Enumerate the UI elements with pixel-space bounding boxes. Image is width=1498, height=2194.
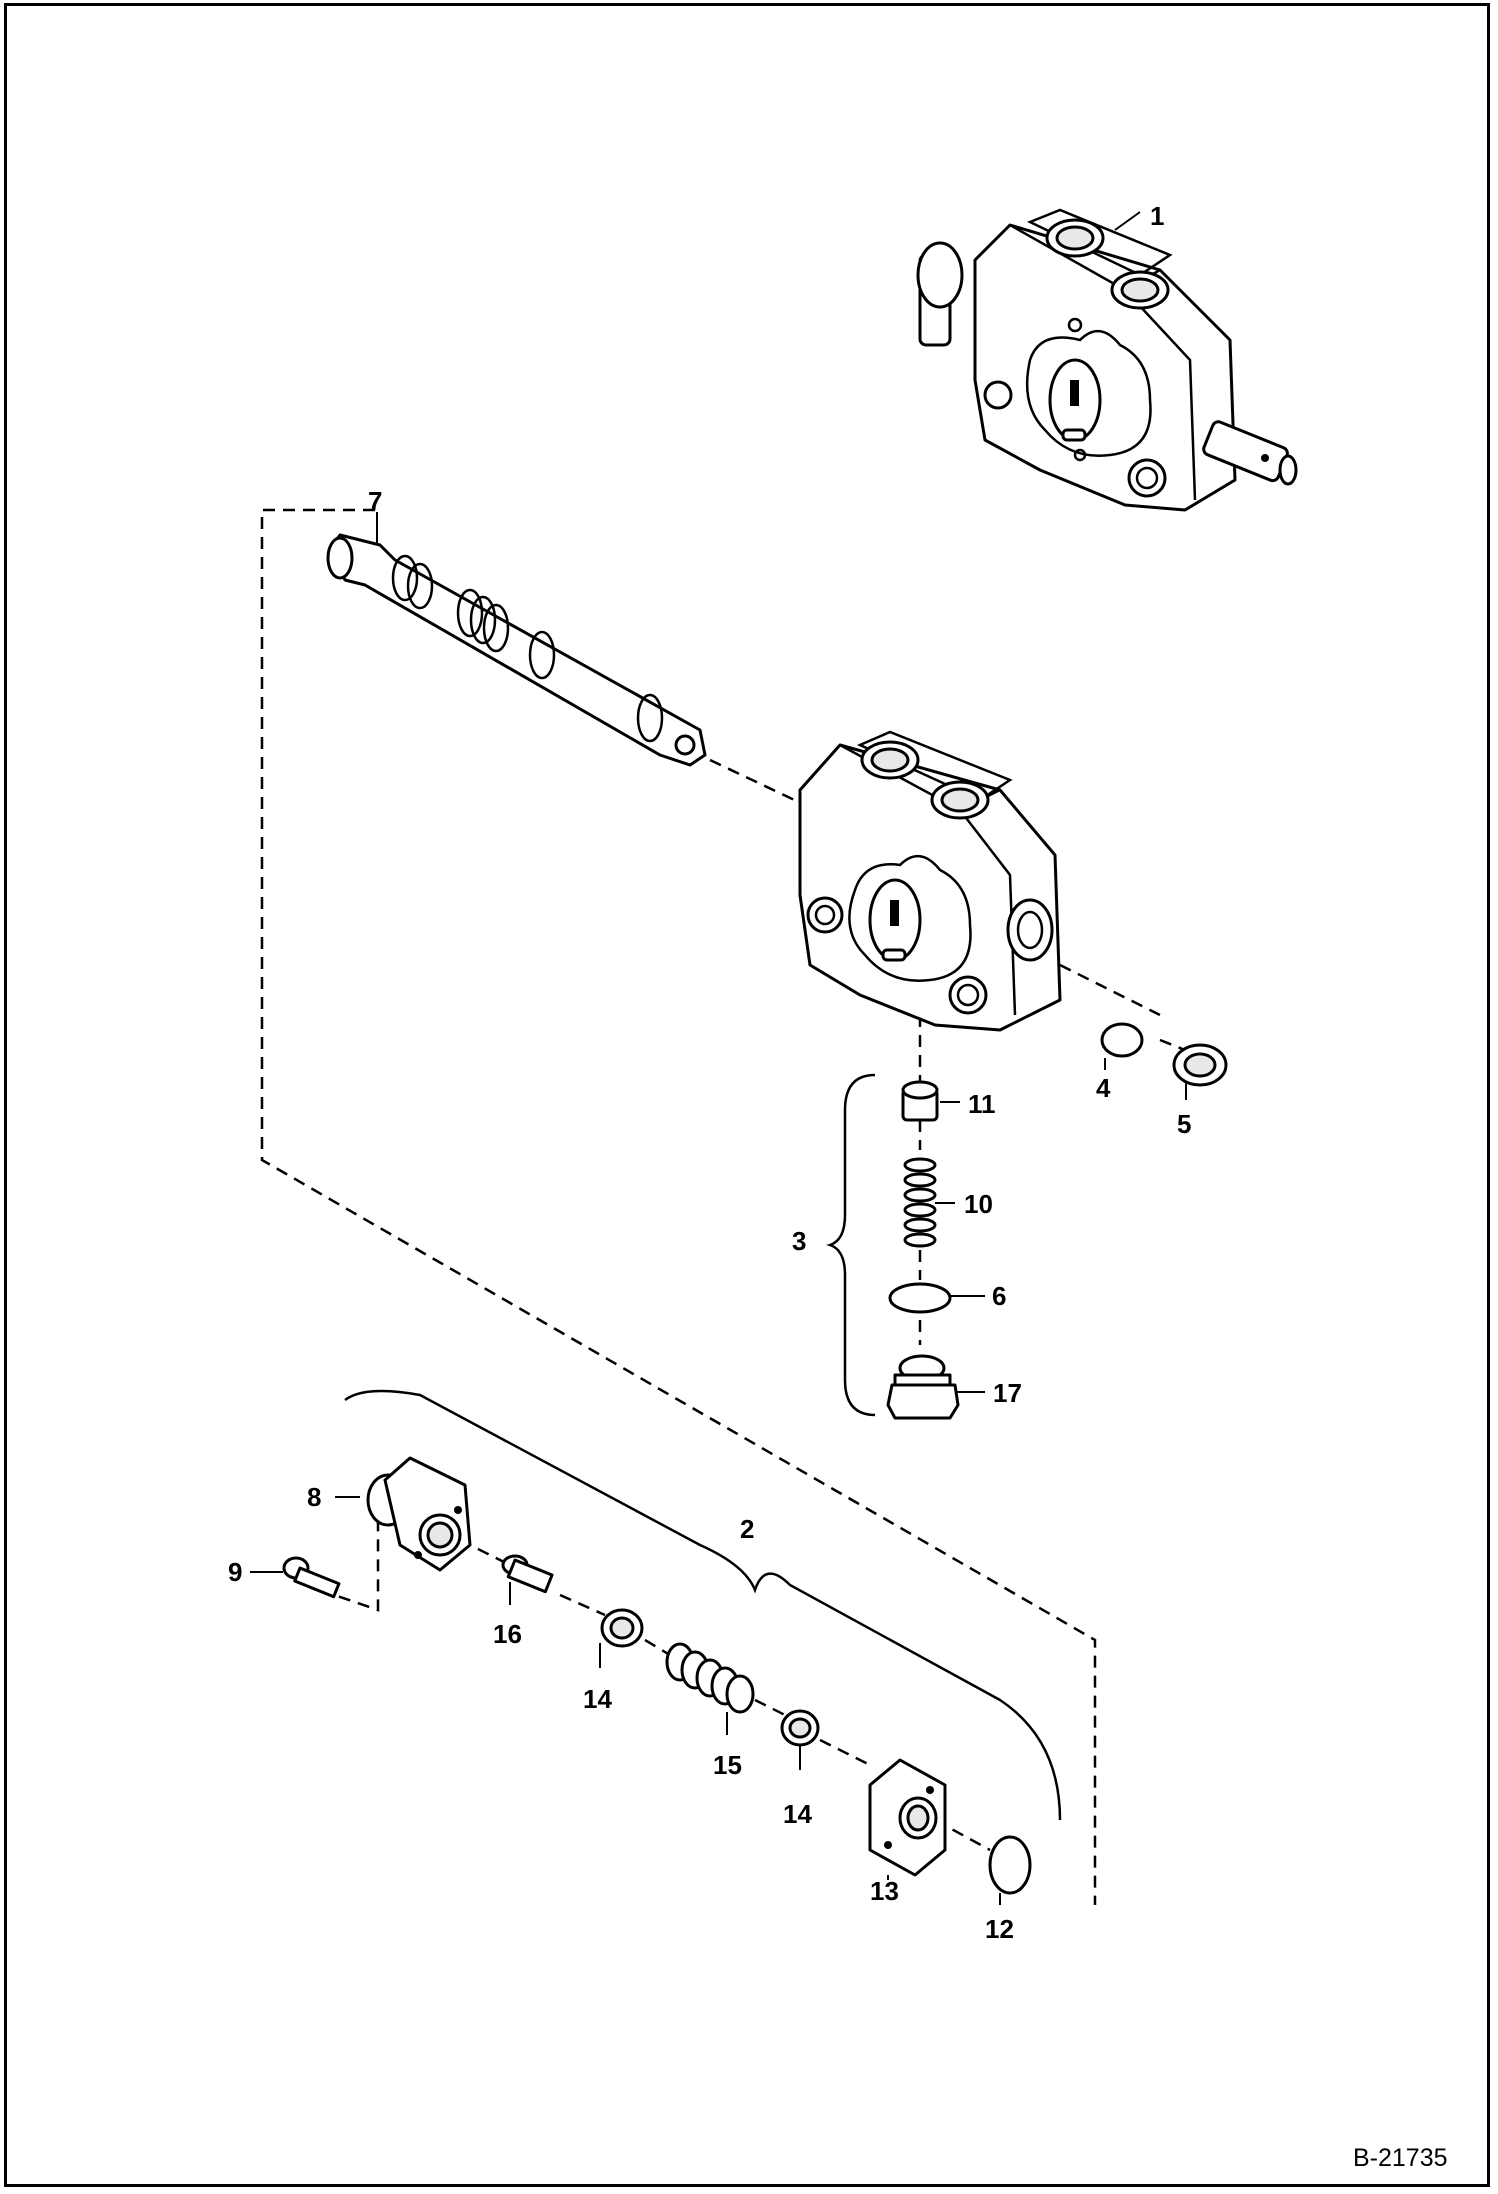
callout-11: 11	[968, 1089, 996, 1119]
figure-reference: B-21735	[1353, 2144, 1448, 2172]
spring-10	[903, 1157, 937, 1248]
pin-16	[501, 1554, 554, 1594]
callout-16: 16	[493, 1619, 522, 1649]
plug-5	[1172, 1043, 1228, 1087]
spool	[326, 533, 707, 767]
callout-10: 10	[964, 1189, 993, 1219]
bracket-3	[826, 1073, 876, 1417]
cover-8	[366, 1456, 472, 1572]
callout-12: 12	[985, 1914, 1014, 1944]
leader-lines	[250, 211, 1187, 1905]
callout-8: 8	[307, 1482, 321, 1512]
callout-14a: 14	[583, 1684, 612, 1714]
callout-17: 17	[993, 1378, 1022, 1408]
washer-14a	[600, 1608, 644, 1648]
callout-6: 6	[992, 1281, 1006, 1311]
callout-1: 1	[1150, 201, 1164, 231]
callout-2: 2	[740, 1514, 754, 1544]
callout-7: 7	[368, 486, 382, 516]
valve-section-assembly	[916, 208, 1298, 512]
callout-13: 13	[870, 1876, 899, 1906]
o-ring-4	[1100, 1022, 1144, 1058]
o-ring-6	[888, 1282, 952, 1314]
bolt-9	[282, 1556, 341, 1599]
callout-3: 3	[792, 1226, 806, 1256]
poppet-11	[901, 1080, 939, 1122]
callout-5: 5	[1177, 1109, 1191, 1139]
callout-15: 15	[713, 1750, 742, 1780]
o-ring-12	[988, 1835, 1032, 1895]
bracket-2	[344, 1389, 1062, 1821]
spring-15	[665, 1642, 755, 1714]
plug-17	[886, 1354, 960, 1420]
valve-body	[798, 730, 1062, 1032]
flange-13	[868, 1758, 947, 1877]
washer-14b	[780, 1709, 820, 1747]
diagram-frame	[4, 3, 1490, 2187]
callout-14b: 14	[783, 1799, 812, 1829]
callout-9: 9	[228, 1557, 242, 1587]
callout-4: 4	[1096, 1073, 1111, 1103]
